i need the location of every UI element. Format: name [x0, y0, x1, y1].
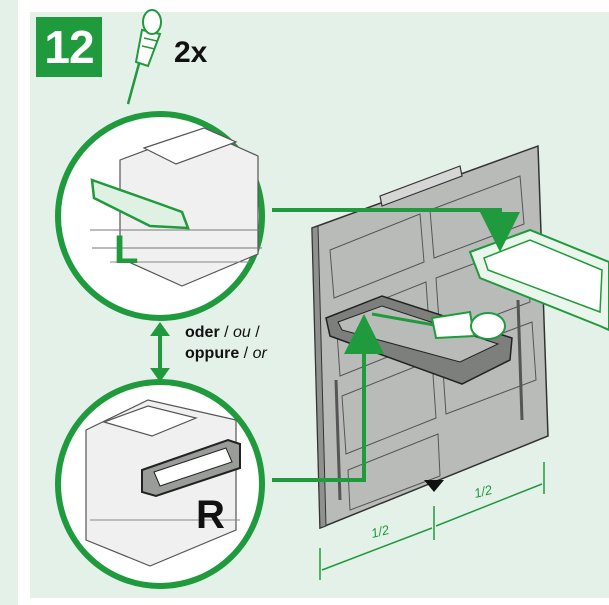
frame-detail-right — [468, 228, 609, 332]
option-l-circle — [55, 111, 265, 321]
screwdriver-icon — [126, 9, 162, 105]
left-margin-strip — [0, 0, 18, 605]
quantity-label: 2x — [174, 36, 208, 69]
screwdriver-tool — [371, 310, 506, 340]
option-r-circle — [55, 379, 265, 589]
assembly-arrows — [272, 208, 520, 482]
dimension-lines — [319, 462, 545, 580]
conjunction-text: oder / ou / oppure / or — [185, 322, 267, 364]
conjunction-separator: / — [250, 324, 260, 341]
double-arrow-icon — [150, 322, 170, 382]
conjunction-fr: ou — [233, 324, 251, 341]
conjunction-de: oder — [185, 324, 220, 341]
conjunction-line-2: oppure / or — [185, 343, 267, 364]
conjunction-en: or — [252, 345, 267, 362]
option-left-label: L — [114, 228, 139, 272]
conjunction-it: oppure — [185, 345, 240, 362]
conjunction-line-1: oder / ou / — [185, 322, 267, 343]
conjunction-separator: / — [219, 324, 234, 341]
conjunction-separator: / — [239, 345, 253, 362]
option-right-label: R — [196, 493, 225, 537]
step-number-badge: 12 — [36, 17, 102, 77]
